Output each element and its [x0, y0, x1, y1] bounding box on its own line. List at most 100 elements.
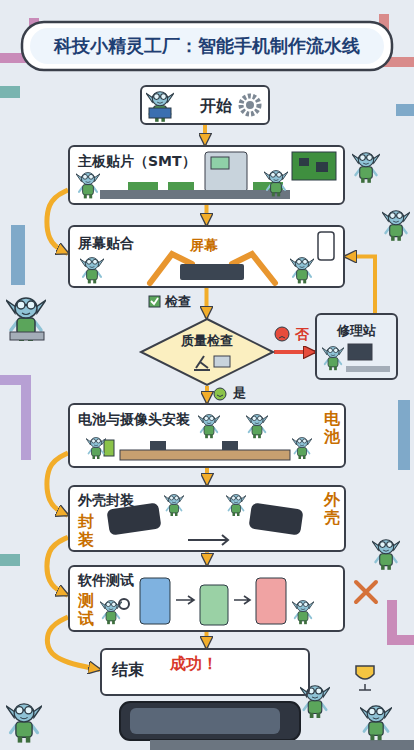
node-text: 屏幕	[190, 237, 218, 254]
text-holder: 开始	[200, 96, 232, 115]
flow-arrow	[205, 288, 209, 318]
end-scene-part	[356, 666, 374, 690]
screen-scene-part	[180, 264, 244, 280]
smt-scene-part	[352, 153, 380, 183]
text-holder: 外壳封装	[78, 490, 134, 509]
text-holder: 封装	[78, 513, 94, 549]
text-holder: 成功！	[170, 654, 218, 673]
diamond-outline-path	[141, 319, 273, 385]
text-holder: 屏幕贴合	[78, 233, 134, 252]
screen-scene-part	[382, 211, 410, 241]
flow-arrow	[345, 257, 375, 314]
end-scene-part	[6, 704, 42, 743]
flow-arrow	[203, 125, 207, 145]
start-scene-part	[146, 92, 174, 122]
battery-scene-part	[120, 450, 290, 460]
flow-arrow	[205, 552, 209, 565]
process-box: 电池与摄像头安装 电池	[68, 403, 346, 468]
smt-scene-part	[292, 152, 336, 180]
screen-scene-part	[10, 332, 44, 340]
battery-scene-part	[222, 441, 238, 450]
pipes-part	[398, 400, 410, 470]
decision-diamond: 质量检查	[140, 318, 274, 386]
pipes	[0, 14, 414, 640]
battery-scene-part	[104, 440, 114, 456]
smt-scene-part	[316, 162, 328, 172]
node-text: 成功！	[170, 654, 218, 673]
process-box: 屏幕贴合 屏幕	[68, 225, 345, 288]
flow-arrow	[205, 468, 209, 485]
text-holder: 电池与摄像头安装	[78, 409, 190, 428]
title-banner: 科技小精灵工厂：智能手机制作流水线	[22, 22, 392, 70]
end-scene-part	[130, 708, 280, 734]
start-scene-part	[241, 96, 259, 114]
box-fills-part	[315, 313, 398, 380]
box-fills-part	[140, 85, 270, 125]
node-text: 电池与摄像头安装	[78, 411, 190, 428]
software-scene-part	[356, 582, 376, 602]
repair-scene	[322, 344, 390, 372]
curved-flow-arrow	[47, 190, 68, 253]
vertical-label: 外壳	[324, 491, 340, 526]
text-holder: 屏幕	[190, 235, 218, 254]
pipes-part	[0, 554, 20, 566]
battery-scene-part	[150, 441, 166, 450]
process-box: 主板贴片（SMT）	[68, 145, 345, 205]
process-box: 软件测试测试	[68, 565, 345, 632]
end-scene-part	[300, 686, 330, 718]
process-box: 外壳封装外壳封装	[68, 485, 346, 552]
flow-arrow	[205, 386, 209, 403]
case-scene-part	[188, 535, 228, 545]
text-holder: 测试	[78, 592, 94, 628]
end-scene-part	[360, 706, 392, 740]
check-scene	[149, 296, 289, 400]
pipes-part	[392, 600, 414, 640]
smt-scene-part	[76, 173, 100, 199]
battery-scene-part	[198, 415, 220, 439]
box-fills-part	[68, 145, 345, 205]
text-holder: 软件测试	[78, 570, 134, 589]
node-text: 主板贴片（SMT）	[78, 153, 196, 170]
vertical-label: 电池	[324, 410, 340, 445]
repair-box: 修理站	[315, 313, 398, 380]
start-box: 开始	[140, 85, 270, 125]
pipes-part	[0, 380, 26, 460]
case-scene-part	[226, 495, 246, 517]
case-scene-part	[164, 495, 184, 517]
software-scene-part	[256, 578, 286, 624]
box-fills-part	[68, 225, 345, 288]
check-scene-part	[194, 356, 210, 370]
check-scene-part	[214, 388, 226, 400]
check-scene-part	[149, 296, 160, 307]
edge-label: 是	[231, 385, 248, 401]
check-scene-part	[214, 356, 230, 367]
case-scene	[106, 495, 303, 546]
battery-scene-part	[86, 438, 106, 460]
start-scene-part	[149, 108, 171, 118]
software-scene-part	[292, 601, 314, 625]
text-holder: 修理站	[317, 320, 396, 339]
node-text: 结束	[112, 660, 144, 679]
text-holder: 主板贴片（SMT）	[78, 151, 196, 170]
curved-flow-arrow	[47, 537, 68, 595]
screen-scene	[6, 211, 410, 341]
repair-scene-part	[348, 344, 372, 360]
software-scene-part	[140, 578, 170, 624]
screen-scene-part	[318, 232, 334, 260]
text-holder: 结束	[112, 660, 144, 679]
node-text: 软件测试	[78, 572, 134, 589]
title-banner-part	[30, 28, 384, 64]
vertical-label: 测试	[78, 592, 94, 627]
start-scene-part	[246, 101, 254, 109]
software-scene-part	[176, 596, 250, 604]
text-holder: 电池	[324, 410, 340, 446]
end-scene-part	[120, 702, 300, 740]
software-scene-part	[372, 540, 400, 570]
check-scene-part	[151, 298, 158, 304]
box-fills-part	[68, 485, 345, 552]
check-scene-part	[275, 327, 289, 341]
end-box: 结束 成功！	[100, 648, 310, 696]
software-scene	[100, 540, 400, 625]
